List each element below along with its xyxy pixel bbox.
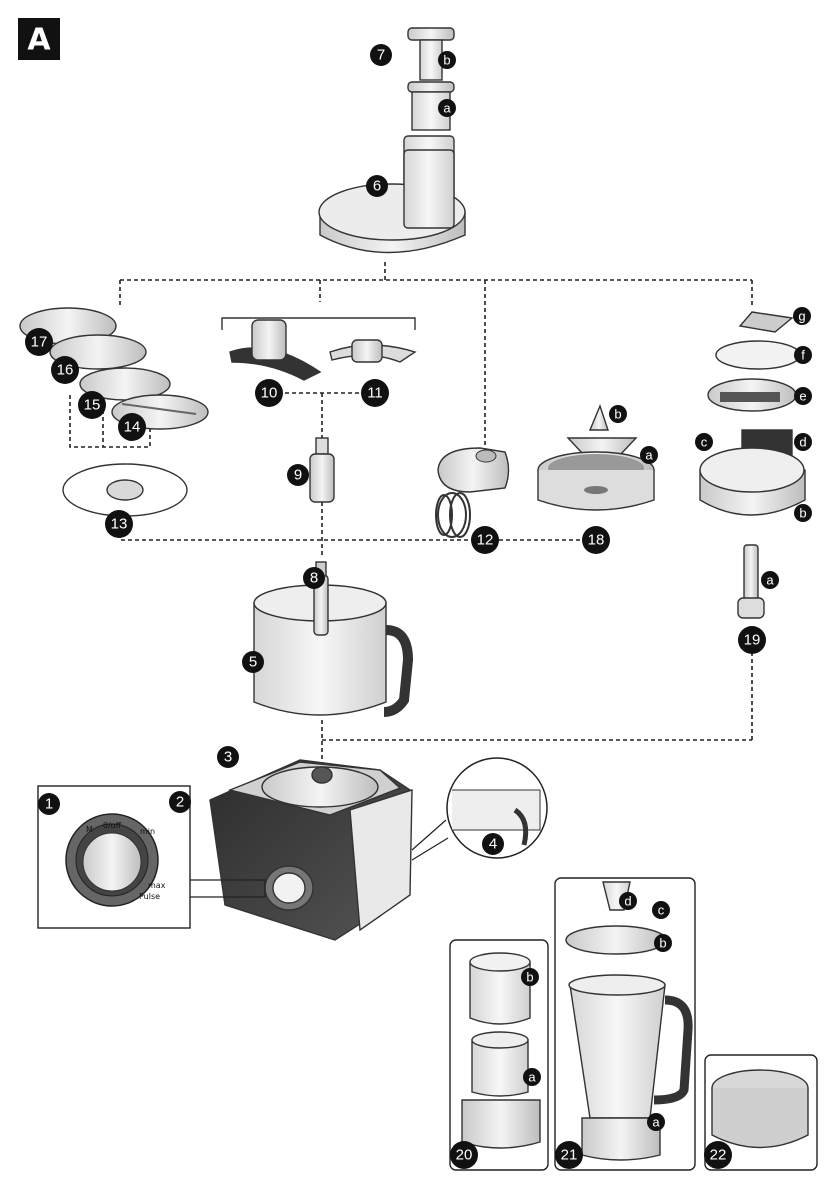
letter-d-dicing: d xyxy=(794,433,812,451)
callout-11: 11 xyxy=(361,379,389,407)
dial-label-min: min xyxy=(140,827,155,836)
svg-text:3: 3 xyxy=(224,749,232,766)
dial-label-off: 0/off xyxy=(103,821,122,830)
letter-b-blender: b xyxy=(654,934,672,952)
svg-text:4: 4 xyxy=(489,836,497,853)
callout-9: 9 xyxy=(287,464,309,486)
svg-text:f: f xyxy=(801,348,805,363)
dial-detail: M 0/off min max Pulse xyxy=(37,785,266,929)
callout-5: 5 xyxy=(242,651,264,673)
svg-text:22: 22 xyxy=(710,1147,727,1164)
svg-text:e: e xyxy=(799,389,806,404)
svg-text:c: c xyxy=(658,903,665,918)
svg-text:10: 10 xyxy=(261,385,278,402)
callout-14: 14 xyxy=(118,413,146,441)
figure-label: A xyxy=(27,23,51,58)
svg-text:8: 8 xyxy=(310,570,318,587)
svg-text:b: b xyxy=(443,53,450,68)
svg-text:a: a xyxy=(645,448,653,463)
svg-text:17: 17 xyxy=(31,334,48,351)
callout-10: 10 xyxy=(255,379,283,407)
svg-text:2: 2 xyxy=(176,794,184,811)
letter-a-dicing: a xyxy=(761,571,779,589)
letter-a-mill: a xyxy=(523,1068,541,1086)
callout-17: 17 xyxy=(25,328,53,356)
svg-text:b: b xyxy=(659,936,666,951)
storage-bag-panel xyxy=(704,1054,818,1171)
svg-text:12: 12 xyxy=(477,532,494,549)
dial-label-m: M xyxy=(86,825,93,834)
dial-label-pulse: Pulse xyxy=(139,892,160,901)
dial-label-max: max xyxy=(148,881,166,890)
letter-g-dicing: g xyxy=(793,307,811,325)
callout-16: 16 xyxy=(51,356,79,384)
dicing-attachment xyxy=(699,311,806,619)
callout-8: 8 xyxy=(303,567,325,589)
callout-21: 21 xyxy=(555,1141,583,1169)
letter-f-dicing: f xyxy=(794,346,812,364)
citrus-press xyxy=(537,404,655,511)
letter-b-dicing: b xyxy=(794,504,812,522)
svg-text:b: b xyxy=(526,970,533,985)
callout-2: 2 xyxy=(169,791,191,813)
svg-text:a: a xyxy=(528,1070,536,1085)
svg-text:21: 21 xyxy=(561,1147,578,1164)
svg-text:6: 6 xyxy=(373,178,381,195)
feed-lid xyxy=(318,149,466,254)
letter-b-pusher: b xyxy=(438,51,456,69)
safety-lock-detail xyxy=(411,757,548,861)
svg-text:15: 15 xyxy=(84,397,101,414)
letter-b-press: b xyxy=(609,405,627,423)
letter-c-blender: c xyxy=(652,901,670,919)
svg-text:18: 18 xyxy=(588,532,605,549)
svg-text:d: d xyxy=(624,894,631,909)
letter-a-blender: a xyxy=(647,1113,665,1131)
letter-d-blender: d xyxy=(619,892,637,910)
svg-text:a: a xyxy=(652,1115,660,1130)
callout-3: 3 xyxy=(217,746,239,768)
svg-text:13: 13 xyxy=(111,516,128,533)
svg-text:d: d xyxy=(799,435,806,450)
mixing-bowl xyxy=(253,561,414,717)
letter-e-dicing: e xyxy=(794,387,812,405)
callout-12: 12 xyxy=(471,526,499,554)
letter-b-mill: b xyxy=(521,968,539,986)
callout-18: 18 xyxy=(582,526,610,554)
callout-22: 22 xyxy=(704,1141,732,1169)
callout-7: 7 xyxy=(370,44,392,66)
letter-a-pusher: a xyxy=(438,99,456,117)
svg-text:5: 5 xyxy=(249,654,257,671)
callout-19: 19 xyxy=(738,626,766,654)
mill-attachment-panel xyxy=(449,939,549,1171)
figure-label-box: A xyxy=(18,18,60,60)
letter-a-press: a xyxy=(640,446,658,464)
svg-text:7: 7 xyxy=(377,47,385,64)
chopping-blades xyxy=(221,317,417,381)
svg-text:b: b xyxy=(614,407,621,422)
callout-13: 13 xyxy=(105,510,133,538)
whisk-attachment xyxy=(435,447,510,538)
svg-text:g: g xyxy=(798,309,805,324)
blade-drive-shaft xyxy=(309,437,335,503)
svg-text:16: 16 xyxy=(57,362,74,379)
callout-15: 15 xyxy=(78,391,106,419)
callout-1: 1 xyxy=(38,793,60,815)
svg-text:1: 1 xyxy=(45,796,53,813)
svg-text:a: a xyxy=(443,101,451,116)
svg-text:19: 19 xyxy=(744,632,761,649)
svg-text:20: 20 xyxy=(456,1147,473,1164)
svg-text:11: 11 xyxy=(367,385,383,402)
blender-attachment-panel xyxy=(554,877,696,1171)
svg-text:b: b xyxy=(799,506,806,521)
svg-text:14: 14 xyxy=(124,419,141,436)
letter-c-dicing: c xyxy=(695,433,713,451)
svg-text:9: 9 xyxy=(294,467,302,484)
svg-text:a: a xyxy=(766,573,774,588)
motor-base xyxy=(209,759,413,941)
svg-text:c: c xyxy=(701,435,708,450)
callout-6: 6 xyxy=(366,175,388,197)
callout-4: 4 xyxy=(482,833,504,855)
callout-20: 20 xyxy=(450,1141,478,1169)
